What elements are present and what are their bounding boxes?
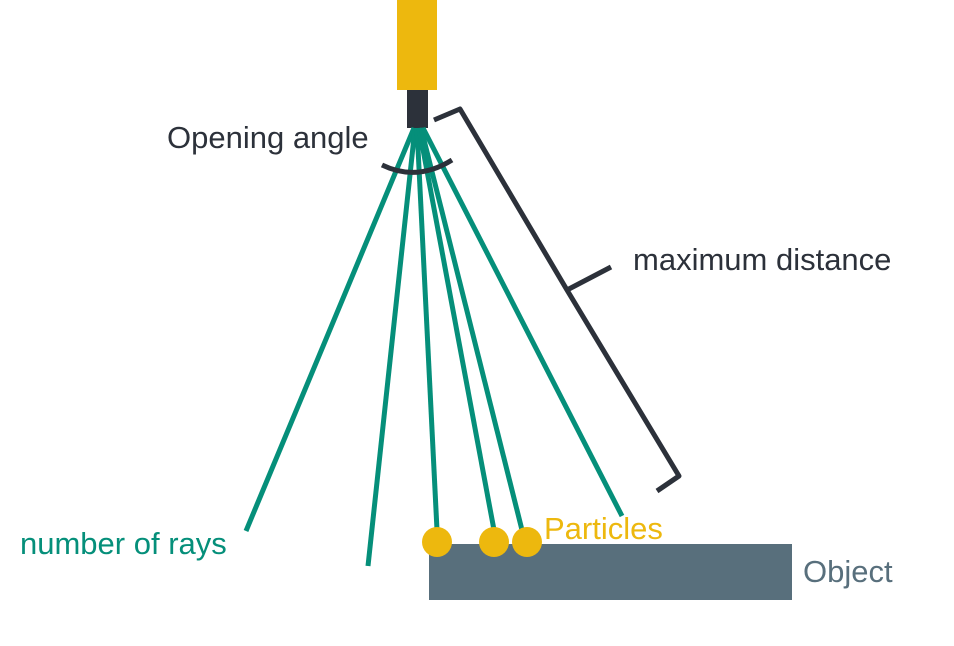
ray (420, 126, 625, 518)
particle (512, 527, 542, 557)
particles-label: Particles (544, 511, 663, 546)
emitter-nozzle (407, 90, 428, 128)
number-of-rays-label: number of rays (20, 526, 227, 561)
emitter-body (397, 0, 437, 90)
ray (418, 127, 525, 531)
opening-angle-label: Opening angle (167, 120, 369, 155)
rays-group (243, 126, 625, 567)
particle (479, 527, 509, 557)
object-label: Object (803, 554, 893, 589)
particles-group (422, 527, 542, 557)
opening-angle-arc (380, 157, 454, 175)
maximum-distance-label: maximum distance (633, 242, 891, 277)
ray (416, 127, 497, 531)
ray (365, 127, 418, 567)
maximum-distance-bracket (433, 106, 682, 494)
ray (414, 127, 440, 531)
particle (422, 527, 452, 557)
ray (243, 127, 417, 532)
